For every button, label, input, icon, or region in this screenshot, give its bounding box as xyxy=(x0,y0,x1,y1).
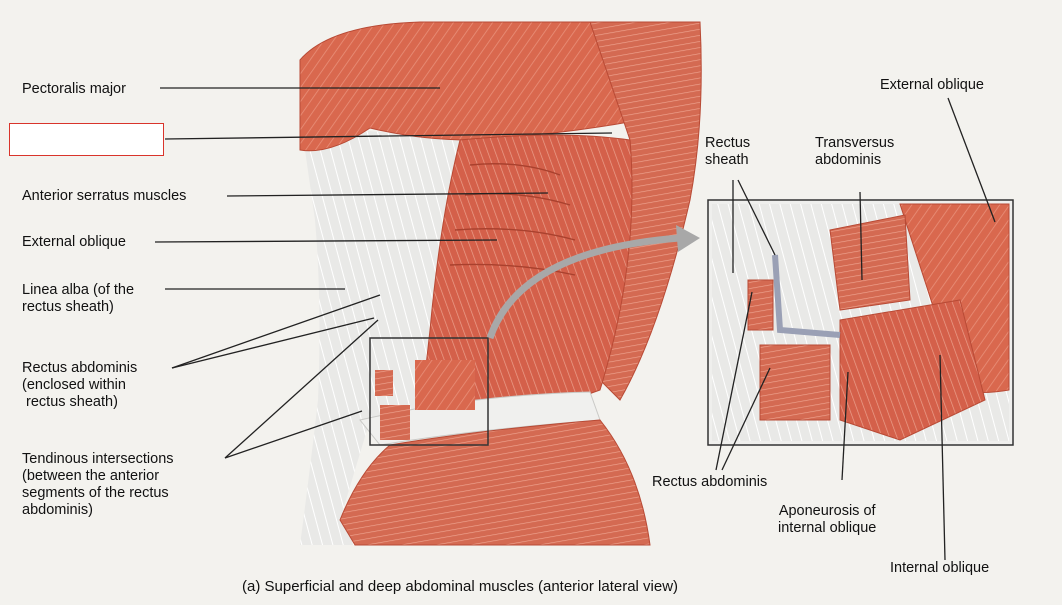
label-aponeurosis-line1: Aponeurosis of xyxy=(778,503,876,519)
zoom-region-box xyxy=(369,337,489,446)
label-rectus-sheath-line2: sheath xyxy=(705,152,749,168)
label-rectus-sheath: Rectus sheath xyxy=(705,135,750,169)
label-pectoralis-major: Pectoralis major xyxy=(22,81,126,97)
pectoralis-major-shape xyxy=(299,21,641,152)
label-inset-external-oblique: External oblique xyxy=(880,77,984,93)
thigh-muscle-shape xyxy=(339,419,651,546)
external-oblique-shape xyxy=(419,134,633,421)
rectus-sheath-shape xyxy=(300,127,460,545)
label-anterior-serratus: Anterior serratus muscles xyxy=(22,188,187,204)
label-tendinous-line2: (between the anterior xyxy=(22,468,160,484)
label-rectus-sheath-line1: Rectus xyxy=(705,135,751,151)
label-aponeurosis-internal-oblique: Aponeurosis of internal oblique xyxy=(778,503,876,537)
label-linea-alba-line2: rectus sheath) xyxy=(22,299,114,315)
label-inset-internal-oblique: Internal oblique xyxy=(890,560,990,576)
label-transversus-line1: Transversus xyxy=(815,135,895,151)
leader-lines-inset xyxy=(715,97,996,561)
label-linea-alba: Linea alba (of the rectus sheath) xyxy=(22,282,134,316)
label-inset-rectus-abdominis: Rectus abdominis xyxy=(652,474,768,490)
figure-caption: (a) Superficial and deep abdominal muscl… xyxy=(242,578,679,595)
label-rectus-abdominis-line2: (enclosed within xyxy=(22,377,126,393)
label-rectus-abdominis-line1: Rectus abdominis xyxy=(22,360,138,376)
label-aponeurosis-line2: internal oblique xyxy=(778,520,877,536)
answer-blank-box[interactable] xyxy=(9,123,164,156)
label-external-oblique: External oblique xyxy=(22,234,126,250)
label-tendinous-line4: abdominis) xyxy=(22,502,93,518)
label-tendinous-intersections: Tendinous intersections (between the ant… xyxy=(22,451,174,519)
label-transversus-abdominis: Transversus abdominis xyxy=(815,135,894,169)
label-tendinous-line1: Tendinous intersections xyxy=(22,451,174,467)
label-rectus-abdominis: Rectus abdominis (enclosed within rectus… xyxy=(22,360,137,411)
leader-lines-left xyxy=(154,87,613,459)
label-tendinous-line3: segments of the rectus xyxy=(22,485,169,501)
zoom-arrow xyxy=(486,234,681,340)
label-linea-alba-line1: Linea alba (of the xyxy=(22,282,135,298)
label-rectus-abdominis-line3: rectus sheath) xyxy=(22,394,118,410)
label-transversus-line2: abdominis xyxy=(815,152,882,168)
